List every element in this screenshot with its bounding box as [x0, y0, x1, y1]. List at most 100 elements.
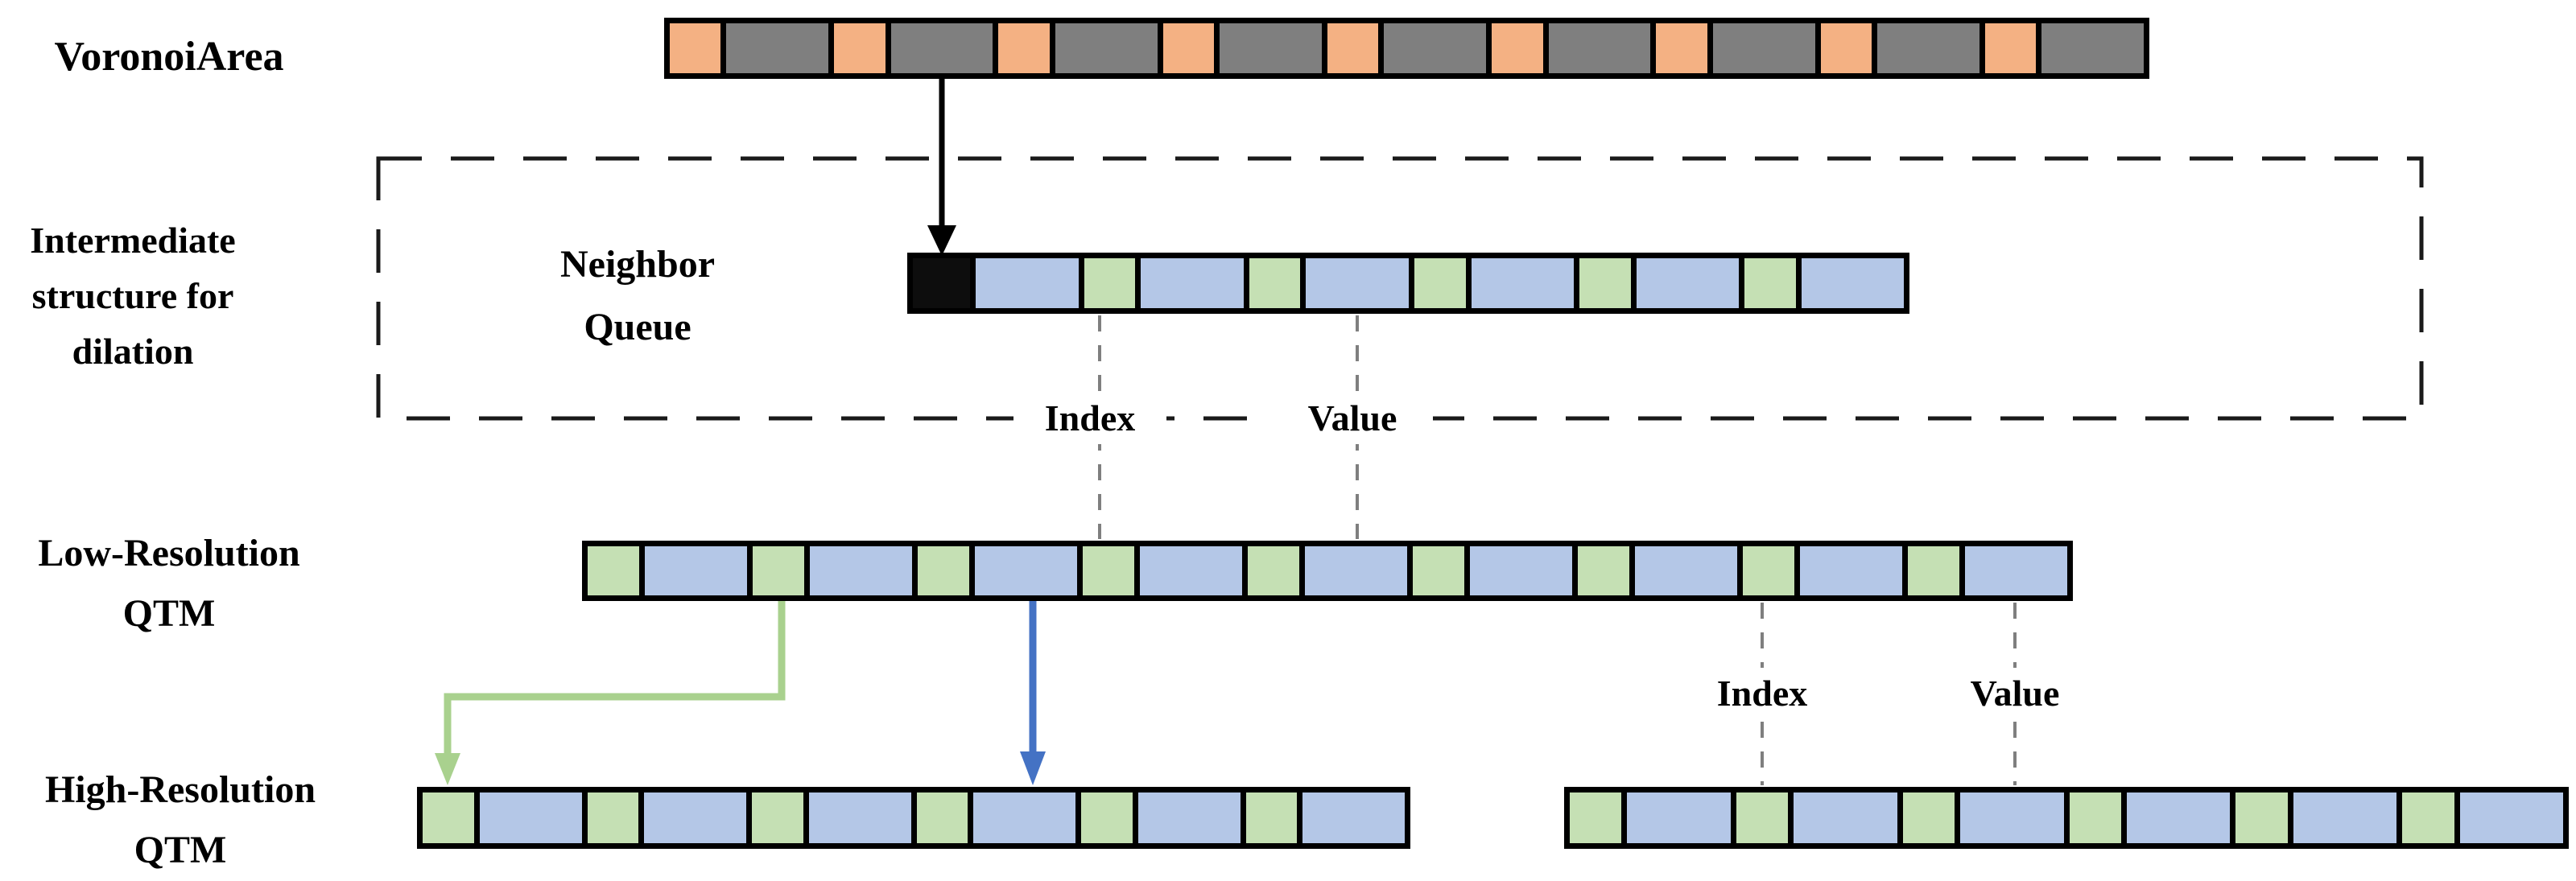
cell-gray [1548, 23, 1651, 73]
voronoi-area-bar [664, 18, 2149, 79]
cell-blue [1139, 546, 1242, 595]
cell-blue [1302, 792, 1405, 843]
dilation-structure-dashed-box [376, 156, 2424, 421]
cell-green [587, 792, 638, 843]
high-resolution-qtm-line1: High-Resolution [44, 768, 316, 811]
intermediate-structure-line1: Intermediate [30, 220, 236, 261]
green-index-mapping-arrowhead [435, 753, 460, 785]
cell-green [1908, 546, 1959, 595]
cell-blue [1141, 258, 1244, 308]
cell-green [1083, 546, 1134, 595]
cell-gray [1220, 23, 1322, 73]
high-resolution-qtm-line2: QTM [134, 829, 227, 871]
cell-blue [1799, 546, 1902, 595]
cell-orange [1984, 23, 2037, 73]
cell-gray [2041, 23, 2144, 73]
cell-green [1570, 792, 1622, 843]
blue-value-mapping-arrowhead [1020, 751, 1046, 785]
cell-blue [809, 546, 912, 595]
intermediate-structure-label: Intermediate structure for dilation [0, 212, 266, 379]
cell-blue [1137, 792, 1241, 843]
cell-blue [1794, 792, 1897, 843]
cell-orange [998, 23, 1050, 73]
cell-orange [1492, 23, 1543, 73]
cell-blue [479, 792, 582, 843]
cell-green [423, 792, 474, 843]
cell-blue [644, 546, 747, 595]
queue-value-tag: Value [1272, 393, 1433, 444]
cell-blue [2459, 792, 2564, 843]
lowres-index-tag: Index [1686, 668, 1839, 719]
cell-black [913, 258, 971, 308]
cell-green [1736, 792, 1789, 843]
queue-index-tag: Index [1013, 393, 1166, 444]
voronoi-area-label: VoronoiArea [54, 34, 284, 80]
cell-gray [1876, 23, 1979, 73]
cell-green [918, 546, 969, 595]
cell-green [2235, 792, 2288, 843]
high-resolution-qtm-label: High-Resolution QTM [6, 760, 354, 880]
cell-gray [1055, 23, 1158, 73]
cell-blue [644, 792, 746, 843]
low-resolution-qtm-bar [582, 541, 2073, 601]
cell-orange [1656, 23, 1707, 73]
voronoi-to-queue-arrowhead [927, 225, 956, 256]
cell-blue [1306, 258, 1409, 308]
neighbor-queue-bar [907, 253, 1909, 314]
cell-green [916, 792, 968, 843]
cell-green [1578, 546, 1629, 595]
cell-green [1414, 258, 1466, 308]
cell-orange [834, 23, 886, 73]
cell-gray [890, 23, 993, 73]
cell-gray [1384, 23, 1487, 73]
cell-green [1248, 546, 1299, 595]
neighbor-queue-line2: Queue [584, 306, 691, 348]
low-resolution-qtm-label: Low-Resolution QTM [8, 523, 330, 644]
cell-green [1902, 792, 1955, 843]
cell-gray [1712, 23, 1815, 73]
cell-green [588, 546, 639, 595]
cell-blue [1634, 546, 1737, 595]
cell-green [1245, 792, 1297, 843]
cell-green [753, 546, 804, 595]
cell-blue [1627, 792, 1731, 843]
cell-blue [973, 792, 1075, 843]
cell-green [2069, 792, 2121, 843]
cell-green [1084, 258, 1136, 308]
cell-blue [1959, 792, 2064, 843]
cell-blue [2293, 792, 2397, 843]
cell-blue [1801, 258, 1905, 308]
lowres-value-tag: Value [1934, 668, 2095, 719]
cell-blue [1469, 546, 1572, 595]
low-resolution-qtm-line2: QTM [122, 592, 216, 635]
cell-blue [808, 792, 911, 843]
green-index-mapping-arrow-line [444, 601, 786, 756]
cell-orange [1820, 23, 1872, 73]
intermediate-structure-line3: dilation [72, 331, 194, 372]
low-resolution-qtm-line1: Low-Resolution [38, 532, 300, 574]
cell-green [1743, 546, 1794, 595]
intermediate-structure-line2: structure for [31, 275, 234, 316]
high-resolution-qtm-bar-right [1564, 787, 2569, 849]
cell-blue [1471, 258, 1574, 308]
cell-blue [1964, 546, 2067, 595]
cell-orange [1327, 23, 1379, 73]
cell-orange [1162, 23, 1215, 73]
neighbor-queue-label: Neighbor Queue [509, 233, 766, 359]
cell-green [1249, 258, 1301, 308]
cell-blue [2126, 792, 2231, 843]
cell-blue [1636, 258, 1739, 308]
cell-gray [726, 23, 829, 73]
cell-green [1413, 546, 1464, 595]
high-resolution-qtm-bar-left [417, 787, 1410, 849]
cell-blue [974, 546, 1077, 595]
cell-green [1579, 258, 1631, 308]
cell-orange [670, 23, 721, 73]
cell-green [1744, 258, 1796, 308]
cell-green [1081, 792, 1133, 843]
neighbor-queue-line1: Neighbor [560, 243, 715, 286]
cell-green [752, 792, 803, 843]
cell-blue [1304, 546, 1407, 595]
cell-green [2402, 792, 2454, 843]
